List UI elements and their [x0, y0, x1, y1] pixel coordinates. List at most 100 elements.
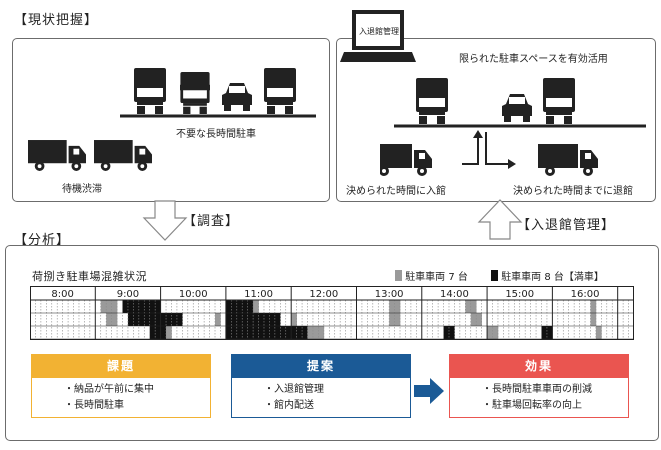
occupancy-cell — [487, 326, 493, 339]
hour-tick-label: 16:00 — [571, 289, 600, 300]
occupancy-cell — [127, 313, 134, 326]
occupancy-cell — [280, 326, 287, 339]
effect-box: 効果 ・長時間駐車車両の削減 ・駐車場回転率の向上 — [449, 354, 629, 420]
management-arrow — [477, 199, 523, 240]
exit-caption: 決められた時間までに退館 — [513, 186, 633, 197]
occupancy-cell — [144, 313, 151, 326]
management-panel — [336, 38, 656, 202]
occupancy-cell — [253, 313, 259, 326]
occupancy-cell — [291, 313, 297, 326]
effect-item: ・駐車場回転率の向上 — [482, 400, 582, 411]
hour-tick-label: 14:00 — [440, 289, 469, 300]
legend-item-full: 駐車車両 8 台【満車】 — [491, 268, 604, 283]
occupancy-cell — [166, 313, 172, 326]
occupancy-cell — [274, 313, 281, 326]
occupancy-cell — [176, 313, 183, 326]
occupancy-cell — [590, 300, 597, 313]
investigation-arrow — [142, 200, 188, 241]
legend-label-partial: 駐車車両 7 台 — [405, 272, 468, 283]
occupancy-cell — [312, 326, 319, 339]
occupancy-cell — [236, 326, 243, 339]
legend-item-partial: 駐車車両 7 台 — [395, 268, 468, 283]
occupancy-cell — [307, 326, 314, 339]
occupancy-cell — [160, 313, 167, 326]
occupancy-cell — [263, 313, 270, 326]
occupancy-cell — [149, 300, 156, 313]
occupancy-cell — [111, 313, 118, 326]
waiting-trucks-illustration — [28, 140, 152, 171]
occupancy-cell — [231, 300, 238, 313]
proposal-item: ・館内配送 — [264, 400, 314, 411]
occupancy-cell — [263, 326, 270, 339]
occupancy-cell — [215, 313, 221, 326]
occupancy-cell — [258, 326, 265, 339]
occupancy-cell — [138, 300, 145, 313]
occupancy-cell — [389, 313, 395, 326]
occupancy-cell — [465, 300, 472, 313]
occupancy-cell — [242, 313, 248, 326]
occupancy-cell — [149, 326, 156, 339]
effect-item: ・長時間駐車車両の削減 — [482, 384, 592, 395]
current-state-panel — [12, 38, 330, 202]
occupancy-cell — [155, 313, 161, 326]
hour-tick-label: 13:00 — [375, 289, 404, 300]
occupancy-cell — [133, 313, 140, 326]
occupancy-cell — [242, 300, 248, 313]
chart-title: 荷捌き駐車場混雑状況 — [32, 270, 147, 283]
occupancy-cell — [443, 326, 450, 339]
occupancy-cell — [231, 313, 238, 326]
occupancy-cell — [231, 326, 238, 339]
occupancy-cell — [166, 326, 172, 339]
occupancy-cell — [106, 313, 112, 326]
effect-body: ・長時間駐車車両の削減 ・駐車場回転率の向上 — [449, 378, 629, 418]
occupancy-cell — [111, 300, 118, 313]
laptop-label: 入退館管理 — [359, 27, 399, 36]
legend-label-full: 駐車車両 8 台【満車】 — [501, 272, 604, 283]
occupancy-cell — [258, 313, 265, 326]
proposal-to-effect-arrow — [414, 378, 444, 404]
occupancy-cell — [138, 313, 145, 326]
occupancy-cell — [133, 300, 140, 313]
occupancy-cell — [106, 300, 112, 313]
waiting-caption: 待機渋滞 — [62, 184, 102, 195]
occupancy-cell — [318, 326, 325, 339]
occupancy-cell — [236, 313, 243, 326]
occupancy-cell — [160, 326, 167, 339]
occupancy-cell — [274, 326, 281, 339]
occupancy-cell — [225, 300, 232, 313]
occupancy-cell — [225, 326, 232, 339]
occupancy-cell — [470, 300, 477, 313]
hour-tick-label: 10:00 — [179, 289, 208, 300]
occupancy-cell — [242, 326, 248, 339]
occupancy-cell — [285, 326, 292, 339]
occupancy-cell — [394, 300, 401, 313]
issue-item: ・長時間駐車 — [64, 400, 124, 411]
occupancy-cell — [269, 326, 276, 339]
occupancy-cell — [155, 326, 161, 339]
management-headline: 限られた駐車スペースを有効活用 — [459, 54, 608, 65]
legend-swatch-full — [491, 270, 498, 281]
occupancy-cell — [155, 300, 161, 313]
occupancy-cell — [144, 300, 151, 313]
proposal-item: ・入退館管理 — [264, 384, 324, 395]
occupancy-cell — [595, 326, 602, 339]
occupancy-cell — [291, 326, 297, 339]
occupancy-cell — [236, 300, 243, 313]
hour-tick-label: 15:00 — [505, 289, 534, 300]
occupancy-cell — [247, 313, 254, 326]
issue-box: 課題 ・納品が午前に集中 ・長時間駐車 — [31, 354, 211, 420]
occupancy-cell — [100, 300, 107, 313]
occupancy-cell — [127, 300, 134, 313]
hour-tick-label: 8:00 — [51, 289, 73, 300]
legend-swatch-partial — [395, 270, 402, 281]
proposal-body: ・入退館管理 ・館内配送 — [231, 378, 411, 418]
occupancy-cell — [171, 313, 178, 326]
occupancy-cell — [476, 313, 482, 326]
occupancy-cell — [470, 313, 477, 326]
analysis-panel — [5, 245, 659, 441]
current-state-title: 【現状把握】 — [14, 13, 99, 28]
parking-flow-illustration — [380, 78, 646, 176]
occupancy-cell — [149, 313, 156, 326]
issue-header: 課題 — [31, 354, 211, 378]
occupancy-cell — [122, 300, 129, 313]
